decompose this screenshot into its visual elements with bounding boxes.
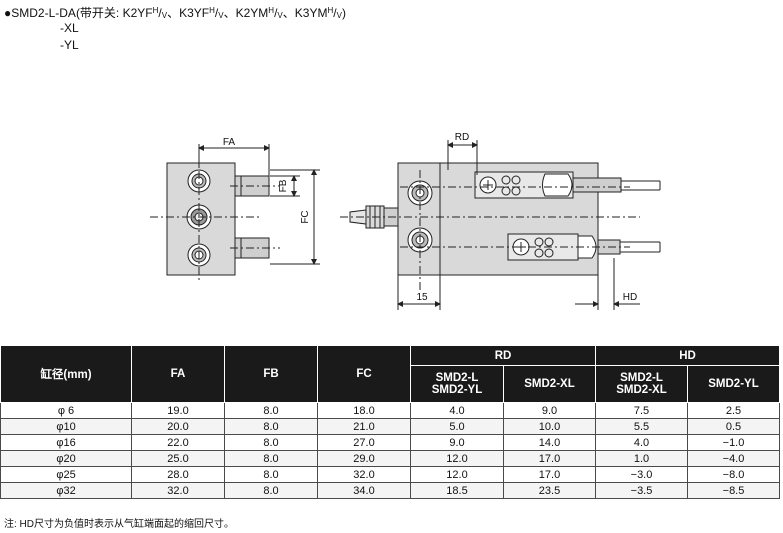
dim-15-label: 15 xyxy=(416,292,428,303)
footnote: 注: HD尺寸为负值时表示从气缸端面起的缩回尺寸。 xyxy=(4,519,234,530)
header-fc: FC xyxy=(317,345,411,403)
variant-xl: -XL xyxy=(60,21,79,35)
dim-fa-label: FA xyxy=(223,137,236,148)
variant-yl: -YL xyxy=(60,38,79,52)
technical-drawing: FA FB FC xyxy=(150,132,661,310)
model-name: SMD2-L-DA xyxy=(11,6,76,20)
dim-rd-label: RD xyxy=(455,132,469,143)
dim-fc-label: FC xyxy=(300,210,311,223)
header-hd-smd2-yl: SMD2-YL xyxy=(687,365,780,403)
header-rd-smd2-xl: SMD2-XL xyxy=(503,365,596,403)
switch-k3ym: K3YMH/V) xyxy=(294,6,346,20)
figure-title: ●SMD2-L-DA(带开关: K2YFH/V、K3YFH/V、K2YMH/V、… xyxy=(4,3,346,23)
title-paren: (带开关: xyxy=(75,6,123,20)
header-bore: 缸径(mm) xyxy=(0,345,132,403)
left-end-view xyxy=(150,144,320,282)
header-fb: FB xyxy=(224,345,318,403)
switch-k2ym: K2YMH/V、 xyxy=(235,6,295,20)
switch-k3yf: K3YFH/V、 xyxy=(179,6,236,20)
bullet-icon: ● xyxy=(4,6,12,20)
switch-k2yf: K2YFH/V、 xyxy=(122,6,180,20)
right-side-view xyxy=(340,140,661,310)
dim-fb-label: FB xyxy=(278,179,289,192)
header-rd: RD xyxy=(410,345,596,366)
dim-hd-label: HD xyxy=(623,292,637,303)
header-fa: FA xyxy=(131,345,225,403)
bottom-switch-led-icon xyxy=(534,237,554,258)
header-hd: HD xyxy=(595,345,780,366)
